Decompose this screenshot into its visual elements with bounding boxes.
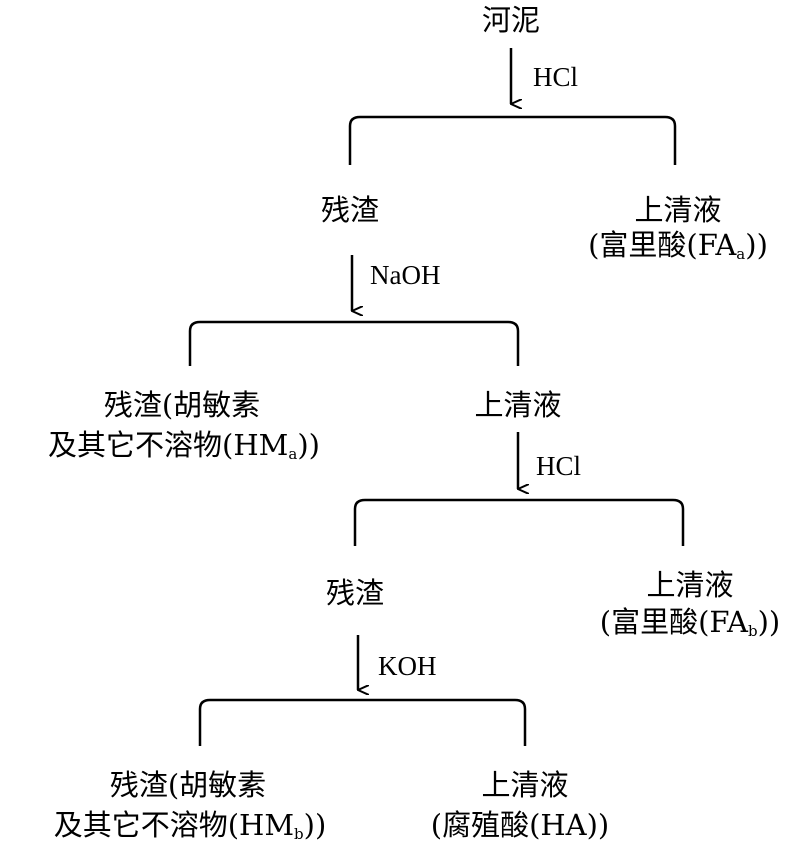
humic-acid: (腐殖酸(HA))	[430, 808, 610, 842]
supernatant-1: 上清液	[634, 193, 722, 227]
bracket-4	[198, 698, 527, 746]
reagent-label-3: HCl	[536, 451, 582, 481]
residue-3: 残渣	[325, 576, 385, 610]
humin-a-line2: 及其它不溶物(HMa))	[48, 428, 320, 463]
reagent-label-4: KOH	[378, 651, 437, 681]
humin-b-line1: 残渣(胡敏素	[109, 768, 267, 802]
start-node: 河泥	[481, 3, 541, 37]
residue-1: 残渣	[320, 193, 380, 227]
supernatant-2: 上清液	[474, 388, 562, 422]
fulvic-acid-b: (富里酸(FAb))	[599, 605, 781, 640]
bracket-3	[353, 498, 685, 546]
supernatant-3: 上清液	[646, 568, 734, 602]
reagent-label-2: NaOH	[370, 260, 441, 290]
fulvic-acid-a: (富里酸(FAa))	[588, 228, 768, 263]
reagent-label-1: HCl	[533, 62, 579, 92]
humin-b-line2: 及其它不溶物(HMb))	[53, 808, 327, 843]
bracket-2	[188, 320, 520, 366]
bracket-1	[348, 115, 677, 165]
humin-a-line1: 残渣(胡敏素	[103, 388, 261, 422]
supernatant-4: 上清液	[481, 768, 569, 802]
